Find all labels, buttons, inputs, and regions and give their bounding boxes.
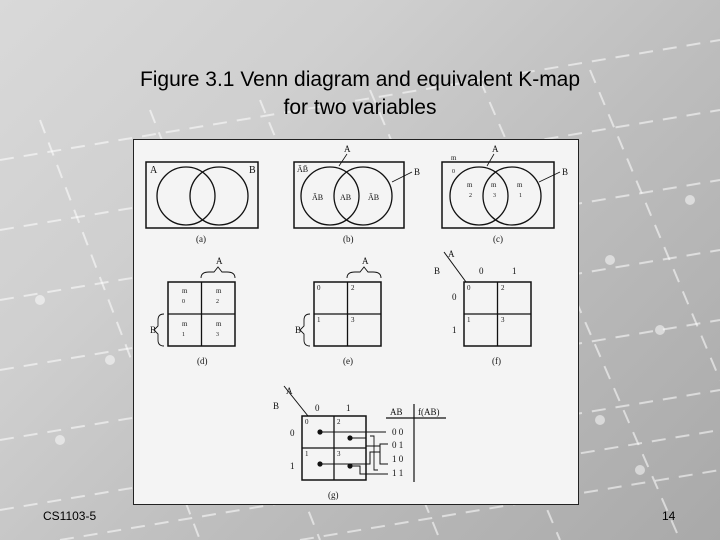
kmap-g-row-1: 1 [290, 461, 295, 471]
kmap-d-label-a: A [216, 256, 223, 266]
svg-text:1: 1 [182, 332, 185, 338]
venn-c-m2: m [517, 181, 523, 189]
svg-text:0: 0 [305, 418, 309, 426]
svg-text:2: 2 [337, 418, 341, 426]
kmap-f-label-b: B [434, 266, 440, 276]
kmap-f-row-1: 1 [452, 325, 457, 335]
kmap-e: A B 0 2 1 3 (e) [295, 256, 382, 366]
svg-text:m: m [182, 287, 188, 295]
svg-text:m: m [216, 320, 222, 328]
caption-a: (a) [196, 234, 206, 244]
svg-text:3: 3 [501, 316, 505, 324]
svg-text:3: 3 [337, 450, 341, 458]
kmap-g-col-0: 0 [315, 403, 320, 413]
venn-a-label-b: B [249, 165, 256, 176]
course-code: CS1103-5 [43, 509, 97, 523]
kmap-g-col-1: 1 [346, 403, 351, 413]
venn-c-m0: m [451, 154, 457, 162]
svg-text:1: 1 [305, 450, 309, 458]
svg-text:0: 0 [467, 284, 471, 292]
venn-b-label-b: B [414, 167, 420, 177]
truth-table-row: 0 0 [392, 427, 404, 437]
svg-text:2: 2 [216, 299, 219, 305]
kmap-f-col-1: 1 [512, 266, 517, 276]
truth-table-header-fab: f(AB) [418, 407, 440, 417]
venn-b-region-ab: AB [340, 193, 351, 202]
caption-c: (c) [493, 234, 503, 244]
venn-b-region-a-only: ĀB [312, 193, 323, 202]
truth-table-row: 1 1 [392, 468, 403, 478]
venn-b-region-outside: ĀB̄ [297, 165, 308, 174]
caption-f: (f) [492, 356, 501, 366]
svg-text:3: 3 [493, 193, 496, 199]
kmap-d: A B m 0 m 2 m 1 m 3 (d) [150, 256, 236, 366]
kmap-f-row-0: 0 [452, 292, 457, 302]
kmap-g-label-a: A [286, 386, 293, 396]
kmap-figure: A B (a) A B ĀB̄ ĀB AB ĀB (b) A B [145, 144, 568, 500]
title-line-1: Figure 3.1 Venn diagram and equivalent K… [139, 68, 581, 91]
venn-c-m1: m [467, 181, 473, 189]
svg-text:m: m [182, 320, 188, 328]
slide-title: Figure 3.1 Venn diagram and equivalent K… [0, 66, 720, 122]
caption-d: (d) [197, 356, 208, 366]
kmap-e-label-b: B [295, 325, 301, 335]
caption-g: (g) [328, 490, 339, 500]
caption-b: (b) [343, 234, 354, 244]
truth-table-row: 0 1 [392, 440, 403, 450]
svg-text:3: 3 [351, 316, 355, 324]
kmap-d-label-b: B [150, 325, 156, 335]
svg-text:0: 0 [317, 284, 321, 292]
kmap-g: A B 0 1 0 1 0 2 1 3 [273, 385, 446, 500]
venn-c-label-a: A [492, 144, 499, 154]
kmap-g-row-0: 0 [290, 428, 295, 438]
venn-c-m3: m [491, 181, 497, 189]
venn-a: A B (a) [145, 161, 259, 244]
svg-text:m: m [216, 287, 222, 295]
svg-text:2: 2 [469, 193, 472, 199]
svg-text:3: 3 [216, 332, 219, 338]
figure-panel: A B (a) A B ĀB̄ ĀB AB ĀB (b) A B [133, 139, 579, 505]
title-line-2: for two variables [283, 96, 437, 119]
venn-c-label-b: B [562, 167, 568, 177]
caption-e: (e) [343, 356, 353, 366]
svg-text:2: 2 [501, 284, 505, 292]
page-number: 14 [662, 509, 676, 523]
venn-b-label-a: A [344, 144, 351, 154]
svg-text:1: 1 [519, 193, 522, 199]
venn-a-label-a: A [150, 165, 158, 176]
kmap-g-label-b: B [273, 401, 279, 411]
truth-table-header-ab: AB [390, 407, 403, 417]
venn-b: A B ĀB̄ ĀB AB ĀB (b) [293, 144, 420, 244]
kmap-e-label-a: A [362, 256, 369, 266]
kmap-f-label-a: A [448, 249, 455, 259]
truth-table-row: 1 0 [392, 454, 404, 464]
svg-text:2: 2 [351, 284, 355, 292]
venn-b-region-b-only: ĀB [368, 193, 379, 202]
svg-text:0: 0 [452, 169, 455, 175]
venn-c: A B m 0 m 2 m 3 m 1 (c) [441, 144, 568, 244]
svg-text:0: 0 [182, 299, 185, 305]
kmap-f-col-0: 0 [479, 266, 484, 276]
svg-text:1: 1 [467, 316, 471, 324]
kmap-f: A B 0 1 0 1 0 2 1 3 (f) [434, 249, 532, 366]
svg-text:1: 1 [317, 316, 321, 324]
